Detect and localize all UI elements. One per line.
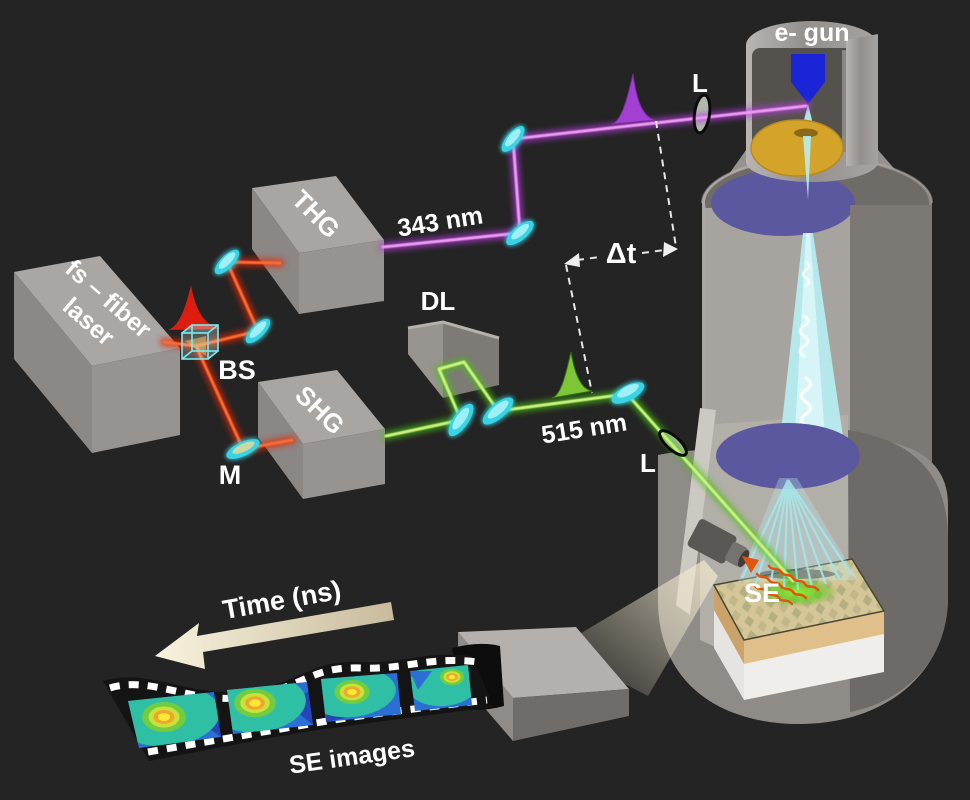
mirror-icon: [610, 381, 646, 405]
lens-green-label: L: [640, 448, 656, 478]
delay-optic-icon: [481, 396, 515, 426]
mirror-icon: [244, 317, 272, 345]
anode-disc: [750, 119, 844, 177]
laser-box-left: [14, 272, 92, 453]
laser-excited-spot: [755, 577, 839, 607]
ir-pulse-icon: [168, 285, 221, 330]
delay-optic-icon: [447, 402, 475, 438]
se-wave-icon: [753, 584, 794, 606]
lens-green-outline: [658, 429, 688, 457]
electron-pulse-icon: [800, 376, 812, 428]
uv-beam-path: [378, 101, 811, 252]
delay-line-left-plate: [408, 322, 443, 398]
lens-uv-label: L: [692, 68, 708, 98]
delay-line-edge: [407, 320, 500, 340]
sample-holder-left: [714, 585, 744, 664]
microscope-column: [658, 150, 948, 724]
arrow-left-icon: [564, 253, 580, 267]
projector-front: [513, 689, 629, 741]
film-perforations-top: [108, 656, 479, 702]
se-wave-icon: [767, 564, 820, 592]
fs-fiber-laser: fs – fiber laser: [14, 254, 180, 453]
electron-pulse-icon: [798, 314, 810, 358]
delay-line-retroreflector: DL: [407, 286, 500, 398]
delay-label: Δt: [606, 238, 637, 270]
sample-base-left: [714, 608, 744, 700]
laser-box-right: [92, 348, 180, 453]
shg-box-right: [303, 429, 385, 499]
laser-box-top: [14, 256, 180, 366]
mirrors: [213, 124, 646, 461]
electron-gun: e- gun: [746, 19, 878, 200]
mid-column-right-wall: [850, 205, 932, 468]
delay-marker-green: [565, 264, 593, 394]
delay-line-right-plate: [443, 322, 499, 398]
electron-fan-rays: [741, 479, 853, 591]
se-wave-icon: [755, 572, 808, 600]
sample-holder-front: [744, 611, 884, 664]
chamber-cut-edge: [676, 408, 716, 615]
electron-pulse-icon: [802, 261, 810, 287]
delay-marker-uv: [655, 120, 677, 248]
film-frame: [321, 673, 401, 722]
electron-beam-needle: [803, 136, 811, 200]
condenser-lens-disc: [711, 170, 855, 236]
lens-uv-outline: [692, 93, 712, 135]
film-frame: [227, 682, 313, 734]
film-frame: [128, 692, 221, 748]
sample-base-front: [744, 632, 884, 700]
thg-box-left: [252, 188, 299, 314]
se-arrowhead-icon: [742, 556, 759, 573]
beam-splitter-cube: [181, 324, 219, 360]
gun-front-wall: [846, 34, 878, 166]
se-label: SE: [744, 578, 780, 608]
mirror-M-icon: [225, 437, 261, 461]
shg-box-top: [258, 370, 385, 444]
mirror-icon: [213, 248, 241, 276]
uv-pulse-icon: [611, 73, 657, 125]
delay-line-label: DL: [421, 286, 456, 316]
film-slot-lip: [484, 650, 501, 708]
delay-arrow-shaft: [576, 256, 601, 261]
thg-box-top: [252, 176, 384, 253]
se-detector: [687, 519, 750, 568]
shg-crystal: SHG: [258, 370, 385, 499]
delay-arrow-shaft: [641, 249, 666, 254]
thg-box-right: [299, 240, 384, 314]
secondary-electrons: SE: [742, 556, 820, 608]
mirror-label: M: [219, 460, 242, 490]
mirror-icon: [505, 219, 535, 247]
delay-annotation: Δt: [564, 120, 678, 394]
green-pulse-icon: [551, 351, 593, 399]
mirror-icon: [500, 124, 526, 154]
anode-aperture: [794, 128, 818, 138]
egun-label: e- gun: [775, 19, 850, 47]
objective-lens-disc: [716, 423, 860, 489]
photocathode-emitter: [791, 54, 825, 104]
film-frame: [410, 665, 472, 711]
beam-splitter-label: BS: [218, 355, 256, 385]
arrow-right-icon: [663, 242, 678, 257]
thg-crystal: THG: [252, 176, 384, 314]
film-strip: SE images: [103, 650, 501, 780]
time-arrow-icon: [155, 602, 394, 669]
